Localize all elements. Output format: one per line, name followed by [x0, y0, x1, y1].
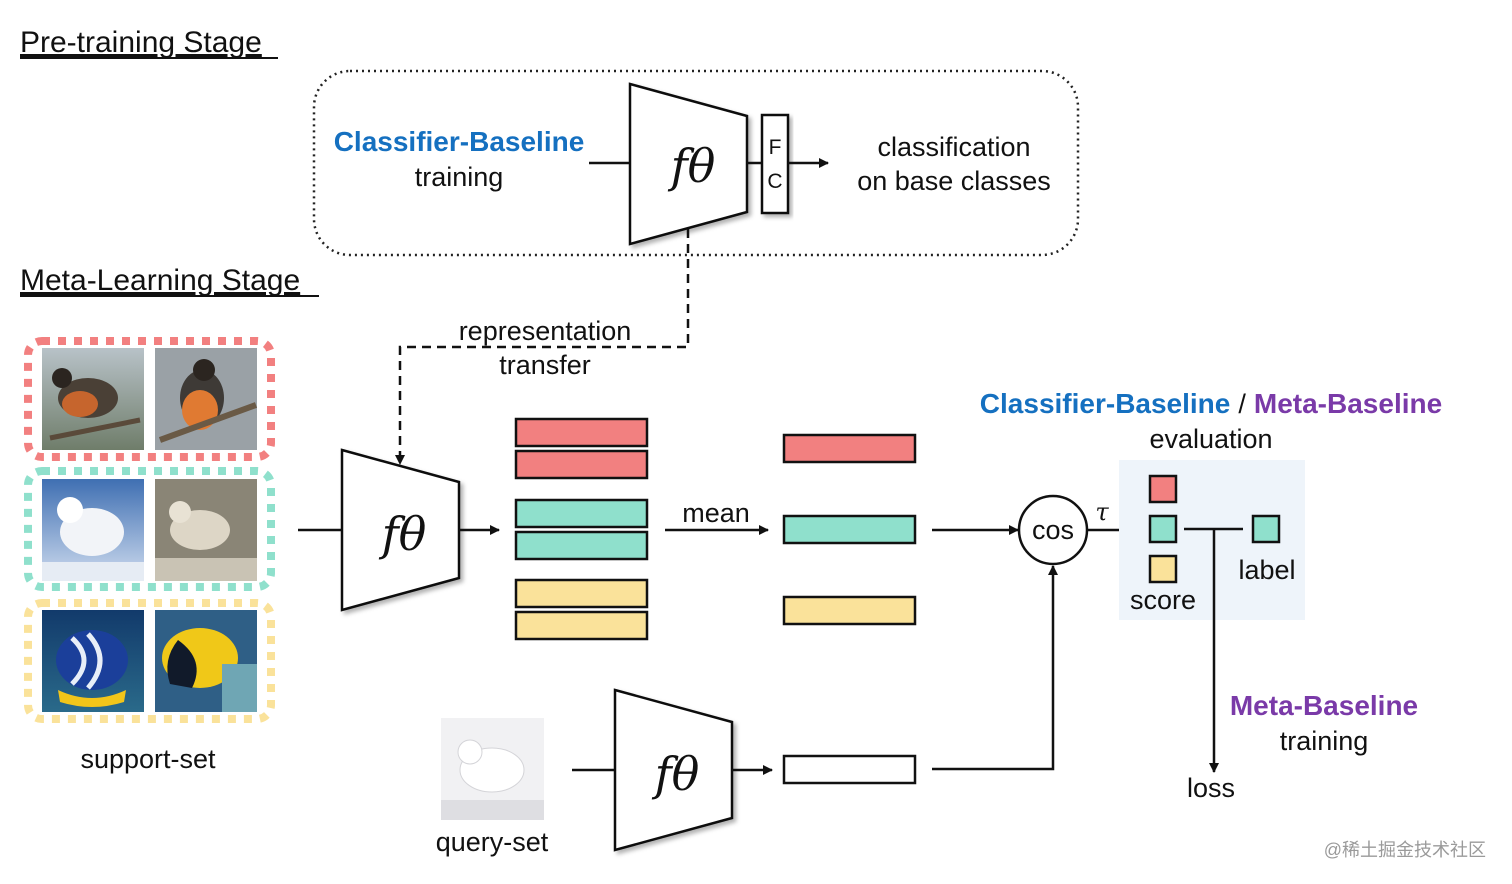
support-group-yellow-border	[24, 599, 275, 723]
fish-1-stripe-a	[70, 636, 87, 686]
tau-label: τ	[1095, 498, 1109, 526]
prototypes	[782, 433, 917, 626]
fc-layer-box	[760, 113, 790, 215]
fc-label-top: F	[769, 136, 782, 159]
meta-learning-stage-title: Meta-Learning Stage	[20, 264, 300, 297]
fc-label-bottom: C	[767, 170, 782, 193]
score-square-teal	[1148, 514, 1178, 544]
support-group-red-border	[24, 337, 275, 461]
pretrain-method-label: Classifier-Baseline	[334, 126, 585, 157]
meta-train-sublabel: training	[1280, 726, 1369, 756]
robin-1-breast	[62, 391, 98, 417]
support-encoder-trapezoid	[340, 448, 461, 612]
fox-2-head	[169, 501, 191, 523]
query-snow	[441, 800, 544, 820]
representation-transfer-arrow	[395, 229, 690, 465]
loss-label: loss	[1187, 773, 1235, 803]
fish-2-coral	[222, 664, 257, 712]
pretraining-box	[312, 69, 1080, 257]
pretrain-method-sublabel: training	[415, 162, 504, 192]
score-square-yellow	[1148, 554, 1178, 584]
cos-label: cos	[1032, 515, 1074, 545]
feature-bar-yellow-1	[514, 578, 649, 609]
robin-1-head	[52, 368, 72, 388]
score-label: score	[1130, 585, 1196, 615]
label-label: label	[1238, 555, 1295, 585]
support-group-teal-border	[24, 467, 275, 591]
fish-1-fin	[58, 690, 126, 707]
robin-2-head	[193, 359, 215, 381]
transfer-label-line2: transfer	[499, 350, 591, 380]
pretraining-stage-title: Pre-training Stage	[20, 26, 262, 59]
label-square	[1251, 514, 1281, 544]
fish-1-body	[56, 630, 128, 690]
fish-2-band	[167, 640, 197, 688]
support-encoder-label: fθ	[379, 507, 427, 561]
watermark: @稀土掘金技术社区	[1324, 840, 1486, 860]
fox-2-snow	[155, 558, 257, 581]
eval-separator: /	[1238, 389, 1246, 419]
mean-label: mean	[682, 498, 750, 528]
feature-bar-red-2	[514, 449, 649, 480]
meta-train-method-label: Meta-Baseline	[1230, 690, 1418, 721]
transfer-label-line1: representation	[459, 316, 632, 346]
prototype-bar-teal	[782, 514, 917, 545]
query-encoder-trapezoid	[613, 688, 734, 852]
query-encoder-label: fθ	[652, 747, 700, 801]
score-square-red	[1148, 474, 1178, 504]
robin-1-branch	[49, 417, 141, 441]
pretrain-encoder-label: fθ	[668, 139, 716, 193]
prototype-bar-yellow	[782, 595, 917, 626]
pretrain-output-line1: classification	[877, 132, 1030, 162]
query-fox-head	[457, 739, 483, 765]
feature-bar-yellow-2	[514, 610, 649, 641]
feature-bar-teal-1	[514, 498, 649, 529]
query-set-label: query-set	[436, 827, 549, 857]
query-feature-bar	[782, 754, 917, 785]
support-features	[514, 417, 649, 641]
fox-1-snow	[42, 562, 144, 581]
evaluation-method-heading: Classifier-Baseline/ Meta-Baseline	[980, 388, 1442, 419]
query-to-cos-arrow	[932, 565, 1058, 771]
fox-1-head	[57, 497, 83, 523]
evaluation-sublabel: evaluation	[1149, 424, 1272, 454]
eval-method-a: Classifier-Baseline	[980, 388, 1231, 419]
pretrain-encoder-trapezoid	[628, 82, 749, 246]
support-set	[24, 337, 275, 723]
eval-method-b: Meta-Baseline	[1254, 388, 1442, 419]
feature-bar-red-1	[514, 417, 649, 448]
pretrain-output-line2: on base classes	[857, 166, 1051, 196]
support-set-label: support-set	[80, 744, 216, 774]
feature-bar-teal-2	[514, 530, 649, 561]
robin-2-branch	[158, 402, 258, 443]
prototype-bar-red	[782, 433, 917, 464]
fish-1-stripe-b	[86, 632, 103, 690]
score-squares	[1148, 474, 1178, 584]
